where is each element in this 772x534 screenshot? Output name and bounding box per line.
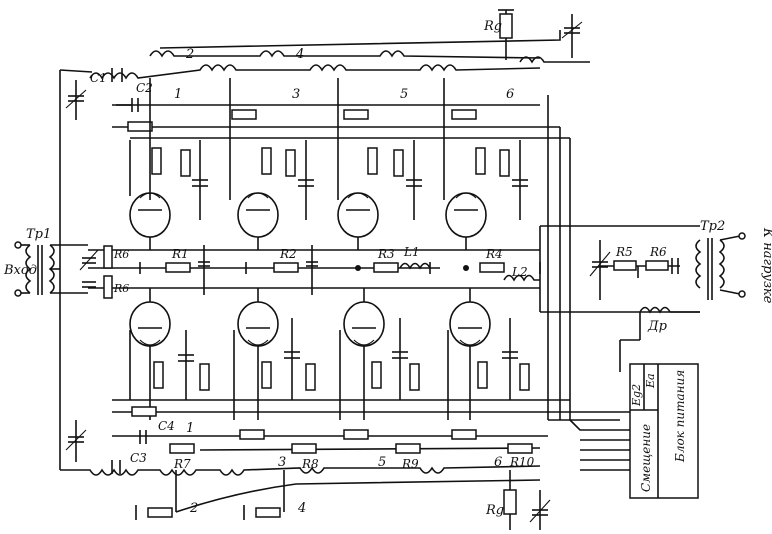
tube-stage-bottom-4: [447, 288, 530, 420]
c1-label: C1: [90, 71, 107, 85]
r6a-label: R6: [113, 248, 129, 261]
tube-stage-top-2: [229, 78, 314, 250]
tube-stage-bottom-3: [339, 288, 420, 420]
r6b-label: R6: [113, 282, 129, 295]
r1-label: R1: [171, 247, 189, 261]
r9-label: R9: [401, 457, 419, 471]
input-label: Вход: [3, 263, 37, 278]
tap-b3: 3: [278, 455, 286, 470]
tap-3: 3: [292, 87, 300, 102]
top-delay-line: [59, 30, 590, 470]
l1-label: L1: [403, 245, 420, 259]
tube-stage-top-1: [129, 78, 208, 250]
bias-label: Смещение: [639, 424, 653, 492]
c4-capacitor: [139, 430, 147, 444]
eg2-label: Eg2: [630, 384, 643, 407]
rg-top-label: Rg: [483, 19, 502, 34]
r7-label: R7: [173, 457, 191, 471]
input-r6-network: [79, 245, 113, 299]
bottom-bus-lines: [112, 399, 634, 440]
c4-label: C4: [158, 419, 175, 433]
r10-label: R10: [509, 455, 535, 469]
trimmer-capacitor-left-bottom: [65, 420, 87, 462]
tr1-label: Тр1: [26, 227, 51, 242]
output-transformer: [695, 232, 746, 300]
bottom-delay-line: [60, 443, 541, 520]
tap-5: 5: [400, 87, 408, 102]
c2-label: C2: [136, 81, 153, 95]
tap-b4: 4: [297, 501, 306, 516]
choke-label: Др: [647, 319, 668, 334]
rg-top-resistor: [498, 9, 514, 60]
tr2-label: Тр2: [700, 219, 725, 234]
middle-bus: [88, 245, 541, 295]
tap-b5: 5: [378, 455, 386, 470]
tap-2: 2: [185, 47, 194, 62]
l2-label: L2: [511, 265, 528, 279]
r2-label: R2: [279, 247, 297, 261]
tap-b6: 6: [494, 455, 502, 470]
tap-b2: 2: [189, 501, 198, 516]
r6-label: R6: [649, 245, 667, 259]
tube-stage-top-4: [443, 78, 528, 250]
top-bus-lines: [112, 95, 571, 420]
tap-1: 1: [174, 87, 182, 102]
power-supply-block: [569, 339, 699, 499]
trimmer-capacitor-top: [561, 14, 583, 58]
tap-6: 6: [506, 87, 514, 102]
c1-capacitor: [111, 68, 123, 82]
rg-bottom-label: Rg: [485, 503, 504, 518]
output-network: [539, 225, 700, 313]
tube-stage-bottom-1: [129, 288, 210, 420]
input-transformer: [14, 241, 88, 297]
trimmer-capacitor-left-top: [65, 80, 87, 120]
r3-label: R3: [377, 247, 395, 261]
r4-label: R4: [485, 247, 503, 261]
rg-bottom-resistor: [503, 470, 551, 530]
r5-label: R5: [615, 245, 633, 259]
psu-label: Блок питания: [673, 370, 687, 463]
r8-label: R8: [301, 457, 319, 471]
choke: [639, 306, 700, 340]
tap-b1: 1: [186, 421, 194, 436]
output-label: К нагрузке: [760, 227, 772, 304]
tap-4: 4: [295, 47, 304, 62]
tube-stage-bottom-2: [233, 288, 316, 420]
tube-stage-top-3: [337, 78, 422, 250]
ea-label: Ea: [644, 373, 657, 389]
c3-label: C3: [130, 451, 147, 465]
